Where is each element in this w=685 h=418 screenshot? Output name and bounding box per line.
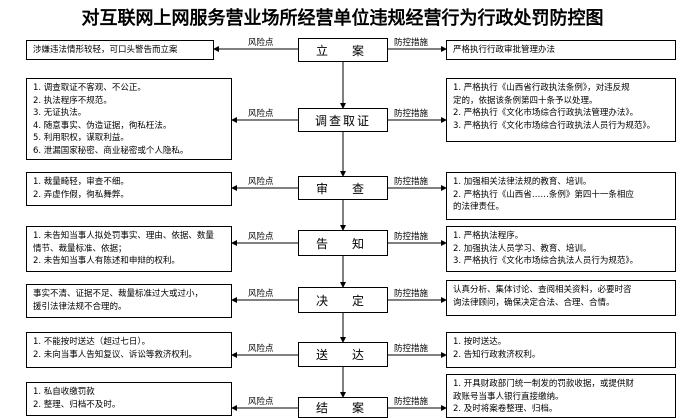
- risk-text: 事实不清、证据不足、裁量标准过大或过小，: [33, 289, 204, 299]
- step-notify: 告 知: [298, 230, 388, 256]
- risk-text: 1. 不能按时送达（超过七日）。: [33, 337, 151, 347]
- prevention-text: 严格执行行政审批管理办法: [453, 45, 556, 55]
- prevention-label: 防控措施: [394, 397, 429, 407]
- risk-box-2: 1. 调查取证不客观、不公正。 2. 执法程序不规范。 3. 无证执法。 4. …: [26, 78, 232, 160]
- risk-text: 1. 私自收缴罚款: [33, 387, 95, 397]
- risk-label: 风险点: [248, 38, 274, 48]
- risk-label: 风险点: [248, 177, 274, 187]
- prevention-text: 的法律责任。: [453, 202, 505, 212]
- risk-text: 情节、裁量标准、依据；: [33, 243, 127, 254]
- prevention-label: 防控措施: [394, 289, 429, 299]
- risk-label: 风险点: [248, 109, 274, 119]
- prevention-text: 1. 开具财政部门统一制发的罚款收据，或提供财: [453, 379, 634, 389]
- risk-text: 援引法律法规不合理的。: [33, 301, 127, 312]
- prevention-box-5: 认真分析、集体讨论、查阅相关资料，必要时咨 询法律顾问，确保决定合法、合理、合情…: [446, 280, 676, 316]
- prevention-text: 询法律顾问，确保决定合法、合理、合情。: [453, 297, 615, 308]
- prevention-text: 1. 严格执法程序。: [453, 231, 524, 241]
- risk-text: 1. 调查取证不客观、不公正。: [33, 83, 146, 93]
- prevention-text: 政账号当事人银行直接缴纳。: [453, 391, 564, 402]
- prevention-box-4: 1. 严格执法程序。 2. 加强执法人员学习、教育、培训。 3. 严格执行《文化…: [446, 226, 676, 272]
- risk-box-6: 1. 不能按时送达（超过七日）。 2. 未向当事人告知复议、诉讼等救济权利。: [26, 332, 232, 368]
- risk-text: 2. 未向当事人告知复议、诉讼等救济权利。: [33, 349, 197, 360]
- risk-text: 涉嫌违法情形较轻，可口头警告而立案: [33, 45, 178, 55]
- prevention-label: 防控措施: [394, 177, 429, 187]
- risk-label: 风险点: [248, 289, 274, 299]
- step-decision: 决 定: [298, 287, 388, 313]
- risk-box-5: 事实不清、证据不足、裁量标准过大或过小， 援引法律法规不合理的。: [26, 284, 232, 318]
- risk-label: 风险点: [248, 397, 274, 407]
- risk-label: 风险点: [248, 344, 274, 354]
- prevention-box-6: 1. 按时送达。 2. 告知行政救济权利。: [446, 332, 676, 368]
- prevention-box-1: 严格执行行政审批管理办法: [446, 40, 676, 60]
- prevention-box-2: 1. 严格执行《山西省行政执法条例》，对违反规 定的，依据该条例第四十条予以处理…: [446, 78, 676, 142]
- step-investigation: 调查取证: [298, 108, 388, 132]
- prevention-box-3: 1. 加强相关法律法规的教育、培训。 2. 严格执行《山西省……条例》第四十一条…: [446, 172, 676, 220]
- risk-text: 2. 未告知当事人有陈述和申辩的权利。: [33, 256, 180, 266]
- step-close-case: 结 案: [298, 397, 388, 418]
- risk-box-4: 1. 未告知当事人拟处罚事实、理由、依据、数量 情节、裁量标准、依据； 2. 未…: [26, 226, 232, 272]
- risk-text: 4. 随意事实、伪造证据，徇私枉法。: [33, 120, 172, 131]
- prevention-text: 定的，依据该条例第四十条予以处理。: [453, 95, 598, 106]
- risk-text: 2. 执法程序不规范。: [33, 95, 112, 106]
- prevention-text: 1. 严格执行《山西省行政执法条例》，对违反规: [453, 83, 630, 93]
- risk-text: 3. 无证执法。: [33, 108, 87, 118]
- risk-box-1: 涉嫌违法情形较轻，可口头警告而立案: [26, 40, 214, 60]
- page-title: 对互联网上网服务营业场所经营单位违规经营行为行政处罚防控图: [81, 8, 604, 29]
- step-review: 审 查: [298, 176, 388, 200]
- prevention-text: 2. 严格执行《山西省……条例》第四十一条相应: [453, 189, 634, 200]
- prevention-text: 3. 严格执行《文化市场综合执法人员行为规范》。: [453, 256, 639, 266]
- prevention-text: 3. 严格执行《文化市场综合行政执法人员行为规范》。: [453, 120, 656, 131]
- risk-text: 1. 裁量畸轻，审查不细。: [33, 177, 129, 187]
- risk-text: 5. 利用职权，谋取利益。: [33, 133, 129, 143]
- prevention-label: 防控措施: [394, 109, 429, 119]
- risk-box-7: 1. 私自收缴罚款 2. 整理、归档不及时。: [26, 382, 232, 416]
- risk-text: 1. 未告知当事人拟处罚事实、理由、依据、数量: [33, 231, 214, 241]
- prevention-label: 防控措施: [394, 232, 429, 242]
- step-delivery: 送 达: [298, 342, 388, 367]
- prevention-box-7: 1. 开具财政部门统一制发的罚款收据，或提供财 政账号当事人银行直接缴纳。 2.…: [446, 374, 676, 418]
- prevention-label: 防控措施: [394, 344, 429, 354]
- risk-box-3: 1. 裁量畸轻，审查不细。 2. 弄虚作假，徇私舞弊。: [26, 172, 232, 206]
- risk-text: 2. 整理、归档不及时。: [33, 399, 121, 410]
- prevention-text: 1. 加强相关法律法规的教育、培训。: [453, 177, 592, 187]
- risk-label: 风险点: [248, 232, 274, 242]
- prevention-text: 2. 严格执行《文化市场综合行政执法管理办法》。: [453, 108, 639, 118]
- risk-text: 6. 泄漏国家秘密、商业秘密或个人隐私。: [33, 145, 189, 156]
- prevention-label: 防控措施: [394, 38, 429, 48]
- prevention-text: 1. 按时送达。: [453, 337, 507, 347]
- risk-text: 2. 弄虚作假，徇私舞弊。: [33, 189, 129, 200]
- prevention-text: 2. 告知行政救济权利。: [453, 349, 541, 360]
- prevention-text: 2. 加强执法人员学习、教育、培训。: [453, 243, 592, 254]
- prevention-text: 认真分析、集体讨论、查阅相关资料，必要时咨: [453, 285, 632, 295]
- step-lian: 立 案: [298, 38, 388, 62]
- prevention-text: 2. 及时将案卷整理、归档。: [453, 404, 558, 414]
